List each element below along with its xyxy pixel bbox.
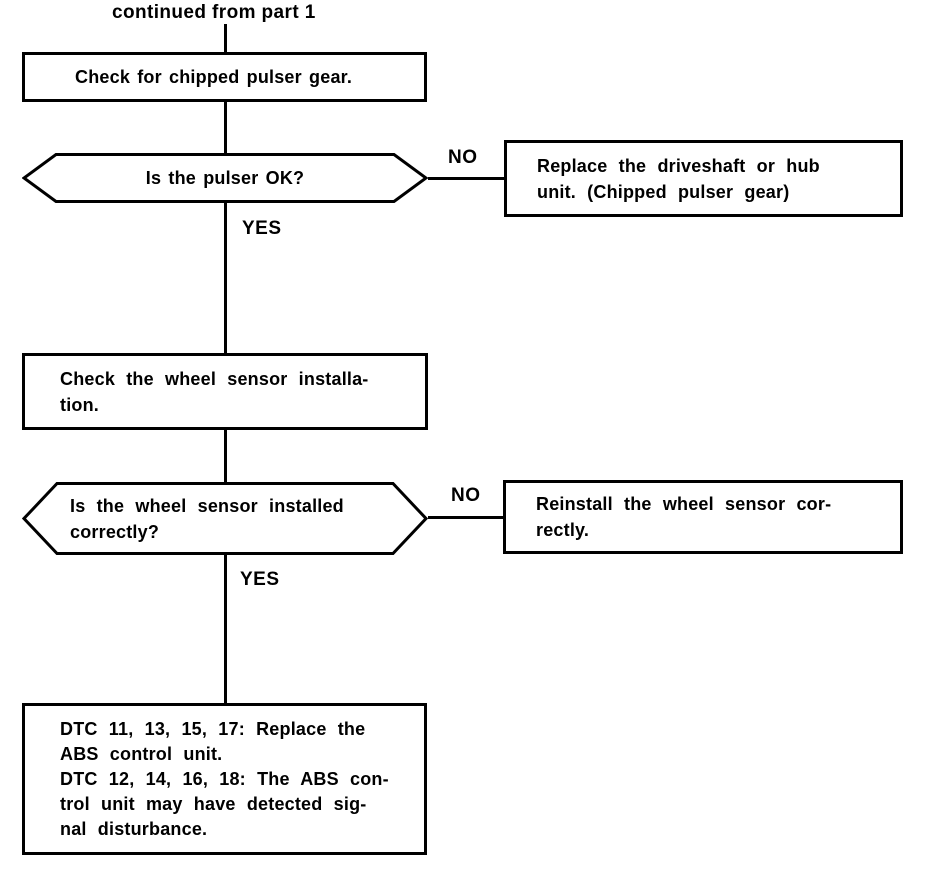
decision-is-pulser-ok: Is the pulser OK?	[22, 153, 428, 203]
action1-text: Replace the driveshaft or hub unit. (Chi…	[537, 155, 820, 202]
result-text: DTC 11, 13, 15, 17: Replace the ABS cont…	[60, 718, 389, 839]
yes-label-decision1: YES	[242, 218, 282, 239]
action-box-replace-driveshaft: Replace the driveshaft or hub unit. (Chi…	[504, 140, 903, 217]
process2-text: Check the wheel sensor installa- tion.	[60, 368, 369, 415]
process-box-check-pulser-gear: Check for chipped pulser gear.	[22, 52, 427, 102]
connector-decision1-no	[428, 177, 505, 180]
process1-text: Check for chipped pulser gear.	[75, 67, 353, 87]
decision2-text: Is the wheel sensor installed correctly?	[70, 495, 344, 542]
action2-text: Reinstall the wheel sensor cor- rectly.	[536, 494, 832, 540]
connector-decision2-no	[428, 516, 503, 519]
process-box-check-sensor-installation: Check the wheel sensor installa- tion.	[22, 353, 428, 430]
decision-is-sensor-installed-correctly: Is the wheel sensor installed correctly?	[22, 482, 428, 555]
hexagon-shape	[22, 482, 428, 555]
decision1-text: Is the pulser OK?	[145, 168, 305, 188]
connector-decision2-to-result	[224, 555, 227, 703]
connector-decision1-to-process2	[224, 203, 227, 353]
entry-label: continued from part 1	[112, 2, 316, 23]
result-box-dtc-actions: DTC 11, 13, 15, 17: Replace the ABS cont…	[22, 703, 427, 855]
yes-label-decision2: YES	[240, 569, 280, 590]
no-label-decision1: NO	[448, 147, 478, 168]
action-box-reinstall-sensor: Reinstall the wheel sensor cor- rectly.	[503, 480, 903, 554]
connector-process2-to-decision2	[224, 430, 227, 482]
connector-entry-to-process1	[224, 24, 227, 53]
no-label-decision2: NO	[451, 485, 481, 506]
connector-process1-to-decision1	[224, 102, 227, 153]
hexagon-shape	[22, 153, 428, 203]
